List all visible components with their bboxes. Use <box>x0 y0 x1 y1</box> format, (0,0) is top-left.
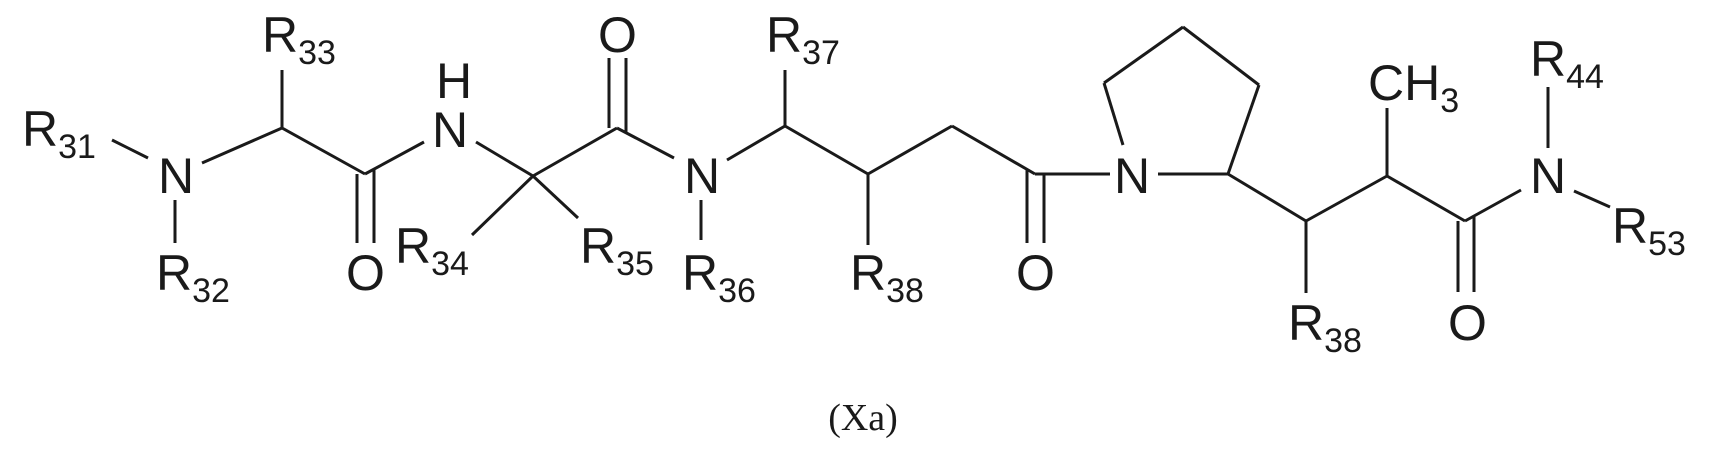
substituent-r33: R33 <box>262 7 336 72</box>
atom-o3: O <box>1016 245 1055 301</box>
atom-h-on-n2: H <box>436 53 472 109</box>
atom-ch3: CH3 <box>1368 55 1459 120</box>
bonds <box>111 25 1611 293</box>
atom-labels: N H N N N N O O O O CH3 <box>158 7 1566 351</box>
substituent-r34: R34 <box>395 218 469 283</box>
atom-o2: O <box>598 7 637 63</box>
substituent-r31: R31 <box>22 101 96 166</box>
atom-n1: N <box>158 148 194 204</box>
substituent-r38-a: R38 <box>850 245 924 310</box>
figure-caption: (Xa) <box>828 397 898 439</box>
substituent-r32: R32 <box>156 245 230 310</box>
substituent-r36: R36 <box>682 245 756 310</box>
substituent-r37: R37 <box>766 7 840 72</box>
atom-n-pyrrolidine: N <box>1114 148 1150 204</box>
substituent-r44: R44 <box>1530 31 1604 96</box>
atom-n3: N <box>684 148 720 204</box>
atom-o1: O <box>346 245 385 301</box>
atom-n2: N <box>432 102 468 158</box>
atom-n5: N <box>1530 148 1566 204</box>
substituent-r53: R53 <box>1612 198 1686 263</box>
substituent-r38-b: R38 <box>1288 295 1362 360</box>
substituent-r35: R35 <box>580 218 654 283</box>
substituent-labels: R31 R32 R33 R34 R35 R36 R37 R38 R38 R44 <box>22 7 1686 360</box>
atom-o4: O <box>1448 295 1487 351</box>
